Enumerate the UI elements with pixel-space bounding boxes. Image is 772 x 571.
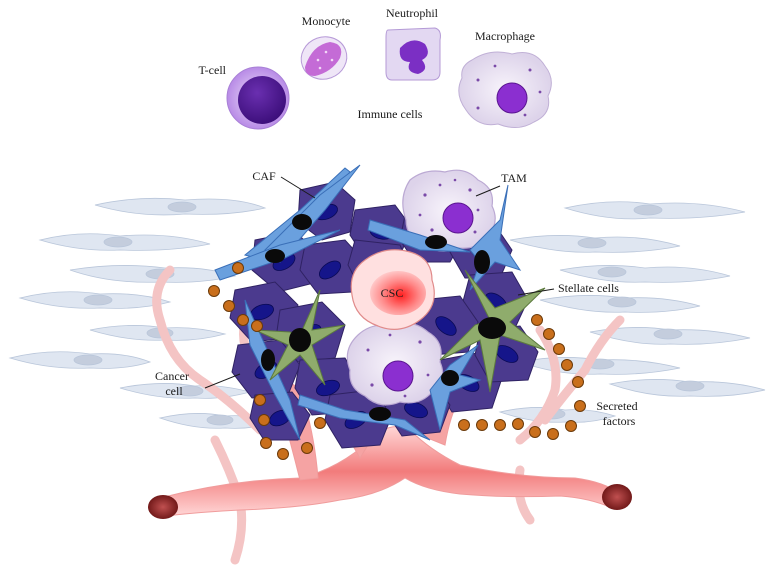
macrophage-cell-inner [346, 322, 444, 406]
immune-cells-label: Immune cells [358, 107, 423, 121]
fibroblast-cell [8, 351, 152, 369]
cancer-cell-label-line1: Cancer [155, 369, 189, 383]
caf-cell [214, 229, 341, 281]
stellate-cells [254, 269, 546, 393]
fibroblast-cell [589, 327, 751, 345]
neutrophil-label: Neutrophil [386, 6, 439, 20]
stellate-cell [439, 269, 546, 393]
fibroblast-cell [518, 357, 681, 375]
caf-cell [244, 299, 301, 441]
fibroblast-cell [69, 265, 237, 283]
stellate-cells-label: Stellate cells [558, 281, 619, 295]
fibroblast-cell [94, 197, 267, 216]
caf-label: CAF [252, 169, 276, 183]
background-fibroblasts [8, 197, 766, 429]
macrophage-label: Macrophage [475, 29, 535, 43]
monocyte-label: Monocyte [302, 14, 351, 28]
tcell [226, 66, 290, 130]
vessel-end-left [148, 495, 178, 519]
tcell-label: T-cell [198, 63, 226, 77]
caf-cell [367, 219, 471, 253]
fibroblast-cell [18, 291, 172, 309]
fibroblast-cell [509, 235, 681, 253]
macrophage [458, 51, 552, 128]
fibroblast-cell [608, 379, 766, 397]
vessel-end-right [602, 484, 632, 510]
cancer-stem-cell: CSC [350, 249, 435, 330]
fibroblast-cell [559, 265, 731, 283]
secreted-factors-label-line1: Secreted [596, 399, 637, 413]
fibroblast-cell [539, 295, 701, 313]
csc-label: CSC [381, 286, 404, 300]
fibroblast-cell [563, 201, 746, 220]
caf-cell [429, 344, 482, 431]
caf-cell [469, 184, 522, 291]
caf-cells [214, 164, 522, 441]
secreted-factors-label-line2: factors [603, 414, 636, 428]
fibroblast-cell [38, 233, 211, 251]
cancer-cell-label-line2: cell [165, 384, 183, 398]
secreted-factors [208, 262, 586, 460]
neutrophil [385, 27, 441, 81]
monocyte [300, 36, 348, 80]
fibroblast-cell [119, 383, 252, 399]
caf-cell [297, 394, 431, 441]
leader-lines [204, 176, 555, 389]
tam-macrophage-cell [402, 169, 496, 252]
tam-label: TAM [501, 171, 527, 185]
